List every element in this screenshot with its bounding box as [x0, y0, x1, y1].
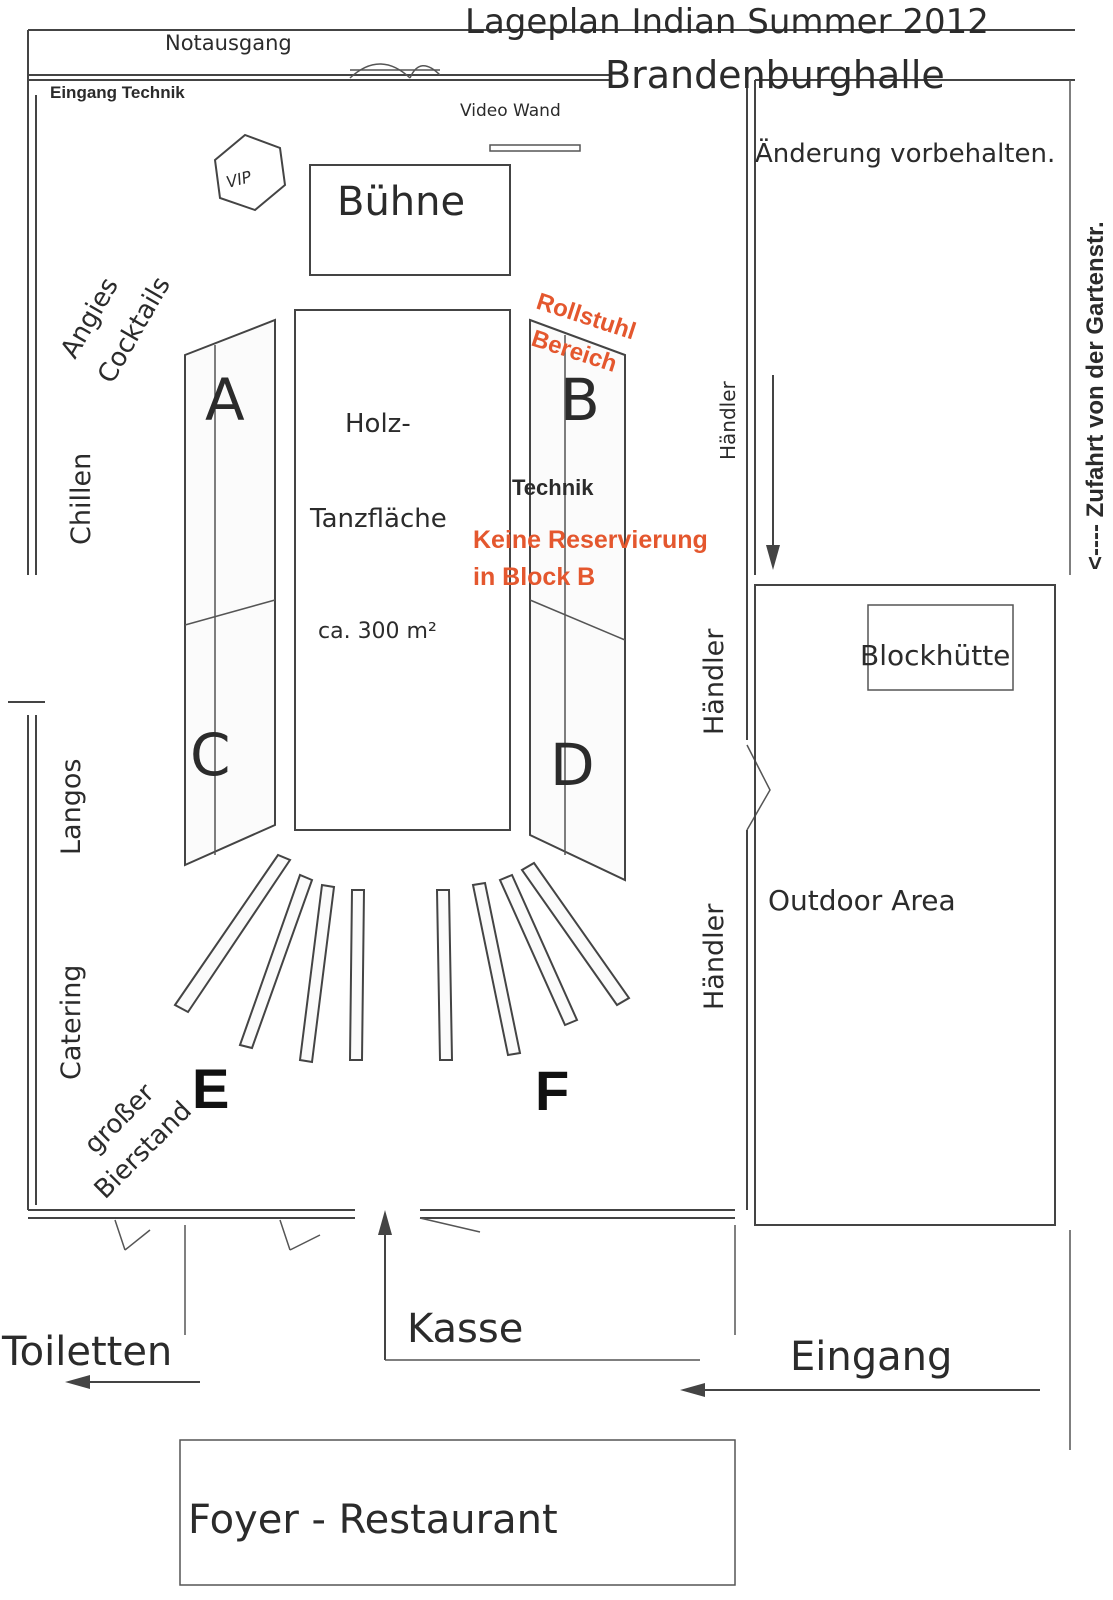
dance-floor: [294, 309, 511, 831]
catering-label: Catering: [56, 965, 87, 1080]
kasse-label: Kasse: [407, 1306, 523, 1352]
seating-block-e-benches: [173, 853, 366, 1064]
arrow-left-icon: [65, 1375, 200, 1389]
block-b-label: B: [560, 366, 600, 434]
building-walls: [8, 29, 1075, 1586]
arrow-up-icon: [378, 1210, 700, 1361]
vip-label: VIP: [224, 167, 254, 192]
toiletten-label: Toiletten: [1, 1329, 172, 1375]
eingang-technik-label: Eingang Technik: [50, 83, 185, 102]
block-a-label: A: [205, 366, 245, 434]
stage-label: Bühne: [337, 179, 465, 225]
block-d-label: D: [550, 731, 595, 799]
blockhuette-label: Blockhütte: [860, 639, 1010, 672]
technik-label: Technik: [512, 475, 594, 500]
dance-floor-label-2: Tanzfläche: [309, 504, 447, 534]
change-note: Änderung vorbehalten.: [755, 137, 1055, 169]
stage: [309, 164, 511, 276]
video-wand-label: Video Wand: [460, 101, 561, 121]
map-title: Lageplan Indian Summer 2012: [465, 2, 989, 42]
emergency-exit-doors: [349, 63, 441, 79]
block-f-label: F: [535, 1059, 569, 1122]
block-c-label: C: [190, 721, 231, 789]
seating-block-ac: [184, 318, 276, 867]
keine-reservierung-label: Keine Reservierung: [473, 526, 708, 554]
blockhuette-box: [867, 604, 1014, 691]
seating-block-bd: [529, 318, 626, 882]
langos-label: Langos: [56, 759, 87, 855]
in-block-b-label: in Block B: [473, 563, 595, 591]
block-e-label: E: [192, 1057, 229, 1120]
haendler-label-1: Händler: [716, 380, 740, 460]
dance-floor-area: ca. 300 m²: [318, 619, 437, 644]
zufahrt-label: <---- Zufahrt von der Gartenstr.: [1082, 221, 1109, 570]
arrow-left-icon: [680, 1383, 1040, 1397]
haendler-label-2: Händler: [699, 628, 730, 735]
eingang-label: Eingang: [790, 1334, 952, 1380]
seating-block-f-benches: [435, 861, 631, 1061]
dance-floor-label-1: Holz-: [345, 409, 411, 439]
foyer-label: Foyer - Restaurant: [188, 1497, 558, 1543]
video-wall: [489, 144, 581, 152]
arrow-down-icon: [766, 375, 780, 570]
notausgang-label: Notausgang: [165, 31, 292, 55]
outdoor-area-label: Outdoor Area: [768, 884, 956, 917]
map-subtitle: Brandenburghalle: [605, 53, 945, 97]
chillen-label: Chillen: [66, 453, 97, 545]
vip-area: [213, 133, 287, 212]
haendler-label-3: Händler: [699, 903, 730, 1010]
entrance-doors: [114, 1217, 481, 1251]
